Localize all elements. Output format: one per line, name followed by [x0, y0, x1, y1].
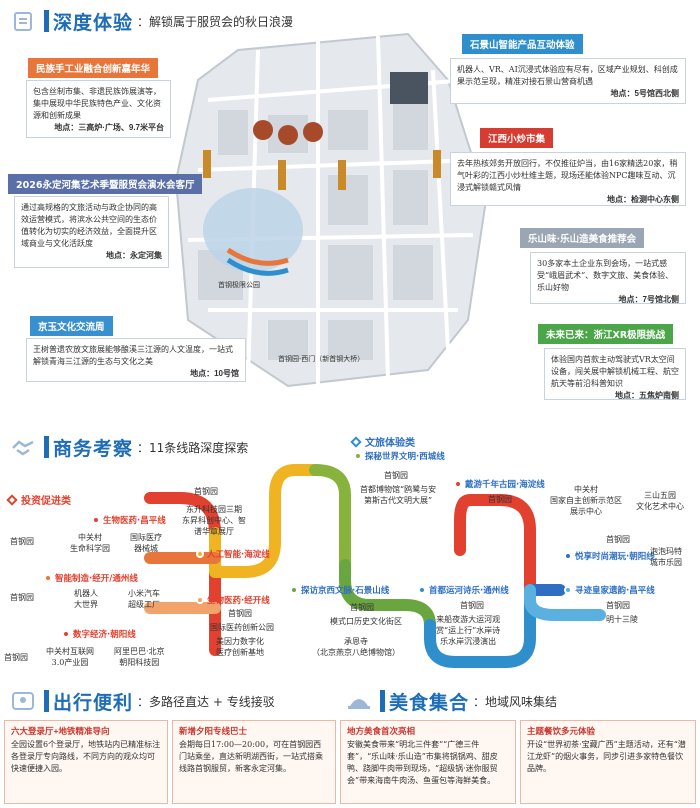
event-tag-3: 石景山智能产品互动体验 — [462, 34, 583, 54]
clipboard-icon — [8, 6, 38, 36]
stop-label: 模式口历史文化街区 — [330, 617, 402, 626]
stop-label: 中关村 生命科学园 — [70, 533, 110, 553]
travel-card-1: 新增夕阳专线巴士 会期每日17:00—20:00，可在首钢园西门站乘坐，直达新明… — [172, 720, 336, 804]
event-text-5: 30多家本土企业东到会场，一站式感受“峨眉武术”、数字文旅、美食体验、乐山好物 — [537, 259, 674, 292]
event-box-5: 30多家本土企业东到会场，一站式感受“峨眉武术”、数字文旅、美食体验、乐山好物 … — [530, 252, 686, 304]
stop-label: 来船夜游大运河观 赏“运上行”水岸诗 乐水岸沉浸演出 — [436, 615, 501, 646]
event-tag-4: 江西小炒市集 — [480, 128, 554, 148]
section-travel-header: 出行便利 ：多路径直达 + 专线接驳 — [8, 686, 275, 716]
event-box-4: 去年热核郊务开放回行，不仅推征炉当，由16家精选20家，稍气叶彩的江西小炒杜维主… — [450, 152, 686, 206]
section-subtitle: ：地域风味集结 — [473, 694, 558, 709]
route-line-9: 悦享时尚潮玩·朝阳线 — [564, 550, 655, 562]
section-subtitle: ：多路径直达 + 专线接驳 — [137, 694, 275, 709]
stop-label: 三山五园 文化艺术中心 — [636, 491, 684, 511]
stop-label: 国际医疗 器械城 — [130, 533, 162, 553]
route-line-3: 生物医药·经开线 — [196, 594, 270, 606]
event-loc-1: 地点：永定河集 — [106, 251, 162, 260]
section-title: 美食集合 — [389, 691, 470, 714]
stop-label: 泡泡玛特 城市乐园 — [650, 547, 682, 567]
event-tag-5: 乐山味·乐山造美食推荐会 — [520, 228, 645, 248]
event-loc-6: 地点：五焦炉南侧 — [615, 391, 679, 400]
event-text-0: 包含丝制市集、非遗民族饰展演等，集中展现中华民族特色产业、文化资源和创新成果 — [33, 87, 161, 120]
stop-label: 首钢园 — [460, 601, 484, 610]
route-line-5: 探秘世界文明·西城线 — [354, 450, 445, 462]
route-lines — [144, 464, 606, 668]
travel-card-0: 六大登录厅+地铁精准导向 全园设置6个登录厅，地铁站内已精准标注各登录厅专向路线… — [4, 720, 168, 804]
event-tag-1: 2026永定河集艺术季暨服贸会演水会客厅 — [8, 174, 203, 194]
stop-label: 小米汽车 超级工厂 — [128, 589, 160, 609]
event-text-4: 去年热核郊务开放回行，不仅推征炉当，由16家精选20家，稍气叶彩的江西小炒杜维主… — [457, 159, 678, 192]
section-subtitle: ：11条线路深度探索 — [137, 440, 249, 455]
stop-label: 美因力数字化 医疗创新基地 — [216, 637, 264, 657]
section-title: 出行便利 — [53, 691, 134, 714]
section-title: 深度体验 — [53, 11, 134, 34]
stop-label: 首钢园 — [350, 603, 374, 612]
event-loc-0: 地点：三高炉·广场、9.7米平台 — [54, 123, 164, 132]
stop-label: 机器人 大世界 — [74, 589, 98, 609]
route-line-8: 首都运河诗乐·通州线 — [418, 584, 509, 596]
section-business-header: 商务考察 ：11条线路深度探索 — [8, 432, 248, 462]
event-loc-3: 地点：5号馆西北侧 — [610, 89, 679, 98]
cloche-icon — [344, 686, 374, 716]
section-food-header: 美食集合 ：地域风味集结 — [344, 686, 557, 716]
stop-label: 首钢园 — [10, 593, 34, 602]
stop-label: 首钢园 — [606, 535, 630, 544]
event-box-2: 王树普遗农放文旅展能够酿溪三江源的人文温度，一站式解锁青海三江源的生态与文化之美… — [26, 338, 246, 382]
stop-label: 首钢园 — [194, 487, 218, 496]
event-tag-6: 未来已来：浙江XR极限挑战 — [538, 324, 674, 344]
event-box-3: 机器人、VR、AI沉浸式体验应有尽有，区域产业规划、科创成果示范呈现，精准对接石… — [450, 58, 686, 104]
food-card-1: 主题餐饮多元体验 开设“世界初茶·宝藏广西”主题活动，还有“潜江龙虾”的烟火事务… — [520, 720, 696, 804]
route-line-10: 寻迹皇家遗韵·昌平线 — [564, 584, 655, 596]
route-line-0: 生物医药·昌平线 — [92, 514, 166, 526]
stop-label: 首钢园 — [10, 537, 34, 546]
route-line-4: 数字经济·朝阳线 — [62, 628, 136, 640]
map-pin-label: 首钢极限公园 — [218, 281, 260, 289]
stop-label: 中关村 国家自主创新示范区 展示中心 — [550, 485, 622, 516]
stop-label: 阿里巴巴·北京 朝阳科技园 — [114, 647, 165, 667]
section-subtitle: ：解锁属于服贸会的秋日浪漫 — [137, 14, 294, 29]
route-line-2: 智能制造·经开/通州线 — [44, 572, 138, 584]
park-map: 首钢园·西门（新首钢大桥） 首钢极限公园 — [168, 20, 490, 392]
food-card-0: 地方美食首次亮相 安徽美食带来“明北三件套”“广德三件套”，“乐山味·乐山造”市… — [340, 720, 516, 804]
route-line-6: 探访京西文脉·石景山线 — [290, 584, 389, 596]
stop-label: 东升科技园三期 东昇科创中心、智 谱华章展厅 — [182, 505, 246, 536]
route-category-culture: 文旅体验类 — [350, 434, 415, 449]
section-experience-header: 深度体验 ：解锁属于服贸会的秋日浪漫 — [8, 6, 293, 36]
event-box-0: 包含丝制市集、非遗民族饰展演等，集中展现中华民族特色产业、文化资源和创新成果 地… — [26, 80, 171, 138]
route-line-7: 戴游千年古园·海淀线 — [454, 478, 545, 490]
stop-label: 承恩寺 （北京燕京八绝博物馆） — [312, 637, 400, 657]
event-box-1: 通过高规格的文旅活动与政企协同的高效运营模式，将滨水公共空间的生态价值转化为切实… — [14, 196, 169, 268]
handshake-icon — [8, 432, 38, 462]
event-text-2: 王树普遗农放文旅展能够酿溪三江源的人文温度，一站式解锁青海三江源的生态与文化之美 — [33, 345, 233, 366]
event-loc-4: 地点：检测中心东侧 — [607, 195, 679, 204]
stop-label: 首都博物馆“鸥鹭与安 第斯古代文明大展” — [360, 485, 437, 505]
stop-label: 国际医药创新公园 — [210, 623, 274, 632]
stop-label: 首钢园 — [228, 609, 252, 618]
section-title: 商务考察 — [53, 437, 134, 460]
event-tag-2: 京玉文化交流周 — [30, 316, 113, 336]
stop-label: 中关村互联网 3.0产业园 — [46, 647, 94, 667]
event-tag-0: 民族手工业融合创新嘉年华 — [28, 58, 159, 78]
route-line-1: 人工智能·海淀线 — [196, 548, 270, 560]
stop-label: 首钢园 — [606, 601, 630, 610]
map-gate-label: 首钢园·西门（新首钢大桥） — [278, 355, 365, 363]
stop-label: 明十三陵 — [606, 615, 638, 624]
event-loc-5: 地点：7号馆北侧 — [618, 295, 679, 304]
stop-label: 首钢园 — [488, 495, 512, 504]
route-pin-icon — [8, 686, 38, 716]
event-text-1: 通过高规格的文旅活动与政企协同的高效运营模式，将滨水公共空间的生态价值转化为切实… — [21, 203, 157, 248]
route-category-investment: 投资促进类 — [6, 492, 71, 507]
event-text-3: 机器人、VR、AI沉浸式体验应有尽有，区域产业规划、科创成果示范呈现，精准对接石… — [457, 65, 678, 86]
stop-label: 首钢园 — [4, 653, 28, 662]
stop-label: 首钢园 — [384, 471, 408, 480]
event-loc-2: 地点：10号馆 — [190, 369, 239, 378]
event-box-6: 体验国内首款主动驾驶式VR太空间设备，闯关展中解锁机械工程、航空航天等前沿科普知… — [544, 348, 686, 400]
event-text-6: 体验国内首款主动驾驶式VR太空间设备，闯关展中解锁机械工程、航空航天等前沿科普知… — [551, 355, 679, 388]
